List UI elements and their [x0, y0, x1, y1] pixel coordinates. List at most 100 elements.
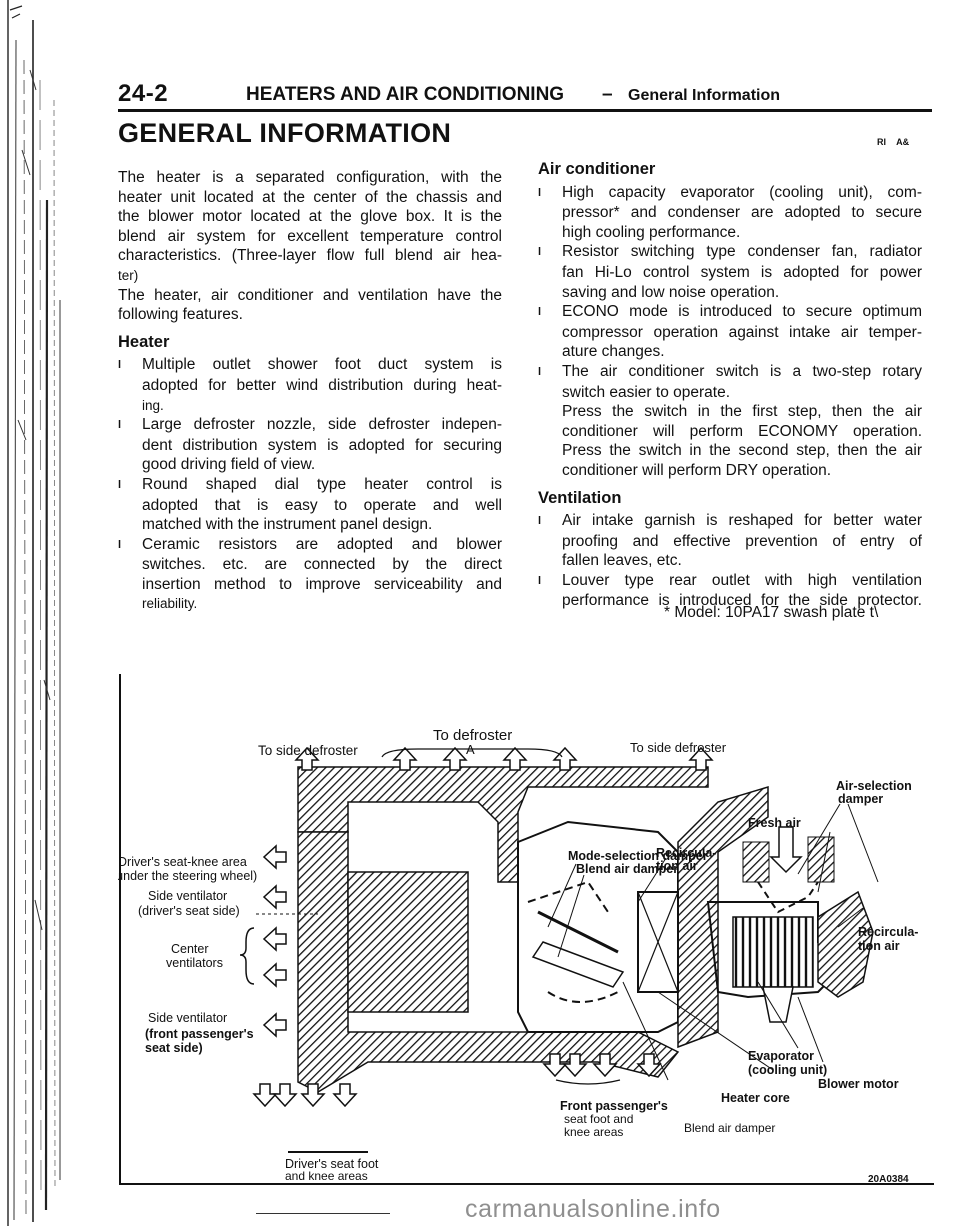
- compressor-footnote: * Model: 10PA17 swash plate t\: [664, 604, 879, 621]
- label-drivers-foot: Driver's seat foot: [285, 1157, 379, 1171]
- item-line: compressor operation against intake air …: [562, 323, 922, 341]
- item-line: proofing and effective prevention of ent…: [562, 532, 922, 550]
- label-evaporator: Evaporator: [748, 1049, 814, 1063]
- figure-frame: [119, 674, 934, 1185]
- heater-item: l Large defroster nozzle, side defroster …: [118, 415, 502, 475]
- ac-item: l High capacity evaporator (cooling unit)…: [538, 183, 922, 243]
- label-blend-damper: Blend air damper: [576, 862, 678, 876]
- header-dash: –: [602, 84, 613, 105]
- label-side-vent-pass-sub: (front passenger's: [145, 1027, 254, 1041]
- item-line: insertion method to improve serviceabili…: [142, 575, 502, 593]
- footer-rule: [256, 1213, 390, 1214]
- label-side-defroster-right: To side defroster: [630, 740, 727, 755]
- item-line: conditioner will perform ECONOMY operati…: [562, 422, 922, 440]
- header-rule: [118, 109, 932, 112]
- bullet-icon: l: [538, 246, 542, 259]
- label-side-defroster-left: To side defroster: [258, 743, 358, 758]
- item-line: high cooling performance.: [562, 223, 741, 241]
- section-title: HEATERS AND AIR CONDITIONING: [246, 84, 565, 105]
- vent-item: l Louver type rear outlet with high venti…: [538, 571, 922, 611]
- item-line: Ceramic resistors are adopted and blower: [142, 535, 502, 553]
- label-front-passenger-sub: seat foot and: [564, 1112, 633, 1126]
- page-number: 24-2: [118, 80, 169, 107]
- left-column: The heater is a separated configuration,…: [118, 168, 502, 614]
- label-fresh-air: Fresh air: [748, 816, 801, 830]
- bullet-icon: l: [118, 419, 122, 432]
- label-front-passenger: Front passenger's: [560, 1099, 668, 1113]
- item-line: conditioner will perform DRY operation.: [562, 461, 832, 479]
- item-line: Louver type rear outlet with high ventil…: [562, 571, 922, 589]
- item-line: pressor* and condenser are adopted to se…: [562, 204, 922, 222]
- bullet-icon: l: [538, 365, 542, 378]
- item-line: Multiple outlet shower foot duct system …: [142, 356, 502, 374]
- blower-motor-shape: [762, 986, 794, 1023]
- label-center-vents-sub: ventilators: [166, 956, 223, 970]
- label-recirc-outer-sub: tion air: [858, 939, 900, 953]
- item-line: Round shaped dial type heater control is: [142, 475, 502, 493]
- item-line: Resistor switching type condenser fan, r…: [562, 243, 922, 261]
- intro-paragraph: The heater is a separated configuration,…: [118, 168, 502, 286]
- watermark: carmanualsonline.info: [465, 1195, 721, 1223]
- label-mode-damper: Mode-selection damper: [568, 849, 708, 863]
- label-side-vent-pass: Side ventilator: [148, 1011, 227, 1025]
- item-line: good driving field of view.: [142, 456, 316, 474]
- item-line: saving and low noise operation.: [562, 283, 780, 301]
- intro-line: characteristics. (Three-layer flow full …: [118, 247, 502, 265]
- figure-code: 20A0384: [868, 1174, 909, 1185]
- bullet-icon: l: [118, 478, 122, 491]
- ventilation-heading: Ventilation: [538, 488, 622, 507]
- label-center-vents: Center: [171, 942, 209, 956]
- item-line: ature changes.: [562, 343, 665, 361]
- item-line: Press the switch in the first step, then…: [562, 403, 922, 421]
- label-recirc-outer: Recircula-: [858, 925, 918, 939]
- item-line: ing.: [142, 397, 164, 413]
- item-line: performance is introduced for the side p…: [562, 592, 922, 610]
- label-evaporator-sub: (cooling unit): [748, 1063, 827, 1077]
- label-drivers-knee-sub: (under the steering wheel): [118, 869, 257, 883]
- features-line: The heater, air conditioner and ventilat…: [118, 286, 502, 304]
- item-line: Air intake garnish is reshaped for bette…: [562, 512, 922, 530]
- label-blend-damper-bottom: Blend air damper: [684, 1121, 775, 1135]
- item-line: Press the switch in the second step, the…: [562, 442, 922, 460]
- intro-line: blend air system for excellent temperatu…: [118, 227, 502, 245]
- label-heater-core: Heater core: [721, 1091, 790, 1105]
- label-air-selection: Air-selection: [836, 779, 912, 793]
- label-side-vent-pass-sub2: seat side): [145, 1041, 203, 1055]
- item-line: ECONO mode is introduced to secure optim…: [562, 303, 922, 321]
- label-defroster: To defroster: [433, 727, 512, 744]
- bullet-icon: l: [538, 574, 542, 587]
- label-front-passenger-sub2: knee areas: [564, 1125, 623, 1139]
- foot-outlet-arrows: [252, 1053, 662, 1108]
- page-title: GENERAL INFORMATION: [118, 118, 452, 148]
- intro-line: ter): [118, 267, 139, 283]
- item-line: matched with the instrument panel design…: [142, 516, 433, 534]
- left-outlet-arrows: [262, 844, 287, 1038]
- bullet-icon: l: [538, 515, 542, 528]
- intro-line: The heater is a separated configuration,…: [118, 169, 502, 186]
- heater-item: l Multiple outlet shower foot duct system…: [118, 355, 502, 415]
- label-blower-motor: Blower motor: [818, 1077, 899, 1091]
- label-side-vent-driver-sub: (driver's seat side): [138, 904, 240, 918]
- features-paragraph: The heater, air conditioner and ventilat…: [118, 286, 502, 325]
- blend-air-damper-shape: [531, 941, 625, 988]
- fresh-air-arrow-icon: [769, 826, 803, 874]
- label-drivers-knee: Driver's seat-knee area: [118, 855, 247, 869]
- item-line: Large defroster nozzle, side defroster i…: [142, 416, 502, 434]
- bullet-icon: l: [118, 359, 122, 372]
- item-line: dent distribution system is adopted for …: [142, 436, 502, 454]
- label-air-selection-sub: damper: [838, 792, 883, 806]
- heater-item: l Round shaped dial type heater control i…: [118, 475, 502, 535]
- label-drivers-foot-sub: and knee areas: [285, 1169, 368, 1183]
- features-line: following features.: [118, 306, 243, 324]
- item-line: adopted for better wind distribution dur…: [142, 376, 502, 394]
- item-line: High capacity evaporator (cooling unit),…: [562, 183, 922, 201]
- item-line: switch easier to operate.: [562, 383, 731, 401]
- bullet-icon: l: [538, 186, 542, 199]
- page-binding-edge: [7, 0, 61, 1226]
- heater-unit-ducts: [297, 766, 874, 1093]
- section-code: RI A&: [877, 137, 910, 147]
- heater-airflow-diagram: To side defroster To defroster A To side…: [118, 674, 934, 1185]
